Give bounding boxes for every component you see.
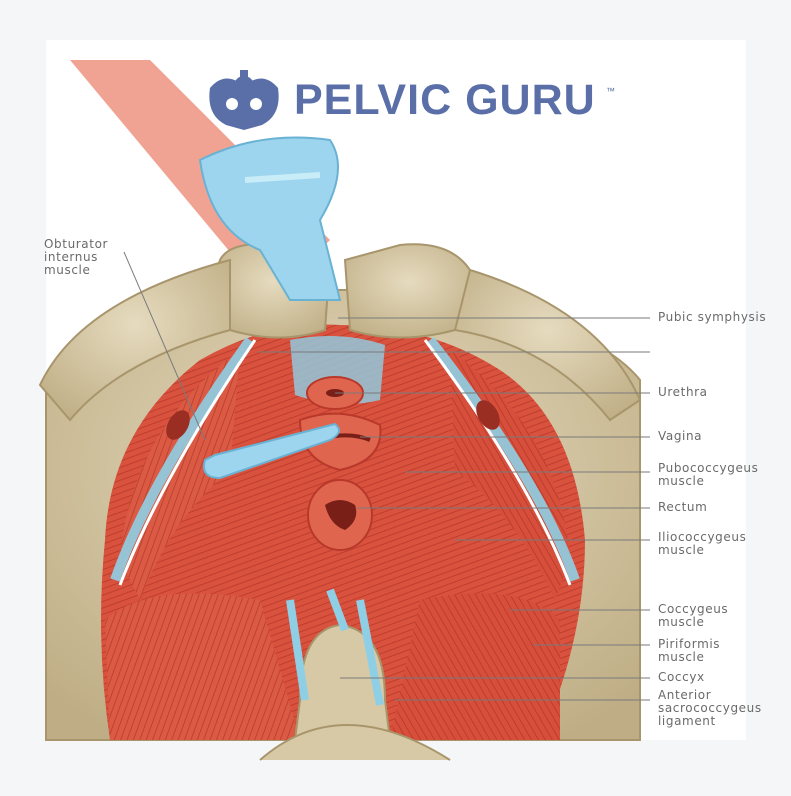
label-vagina: Vagina (658, 430, 702, 443)
label-pubococcygeus: Pubococcygeus muscle (658, 462, 758, 488)
label-coccygeus: Coccygeus muscle (658, 603, 728, 629)
label-anterior-sacrococcygeus-ligament: Anterior sacrococcygeus ligament (658, 689, 762, 728)
brand-name: PELVIC GURU (294, 76, 596, 125)
label-pubic-symphysis: Pubic symphysis (658, 311, 766, 324)
right-pubic-bone (345, 244, 473, 337)
label-obturator-internus: Obturator internus muscle (44, 238, 108, 277)
label-iliococcygeus: Iliococcygeus muscle (658, 531, 746, 557)
trademark-symbol: ™ (606, 86, 615, 96)
label-urethra: Urethra (658, 386, 708, 399)
label-piriformis: Piriformis muscle (658, 638, 720, 664)
label-coccyx: Coccyx (658, 671, 705, 684)
label-rectum: Rectum (658, 501, 707, 514)
